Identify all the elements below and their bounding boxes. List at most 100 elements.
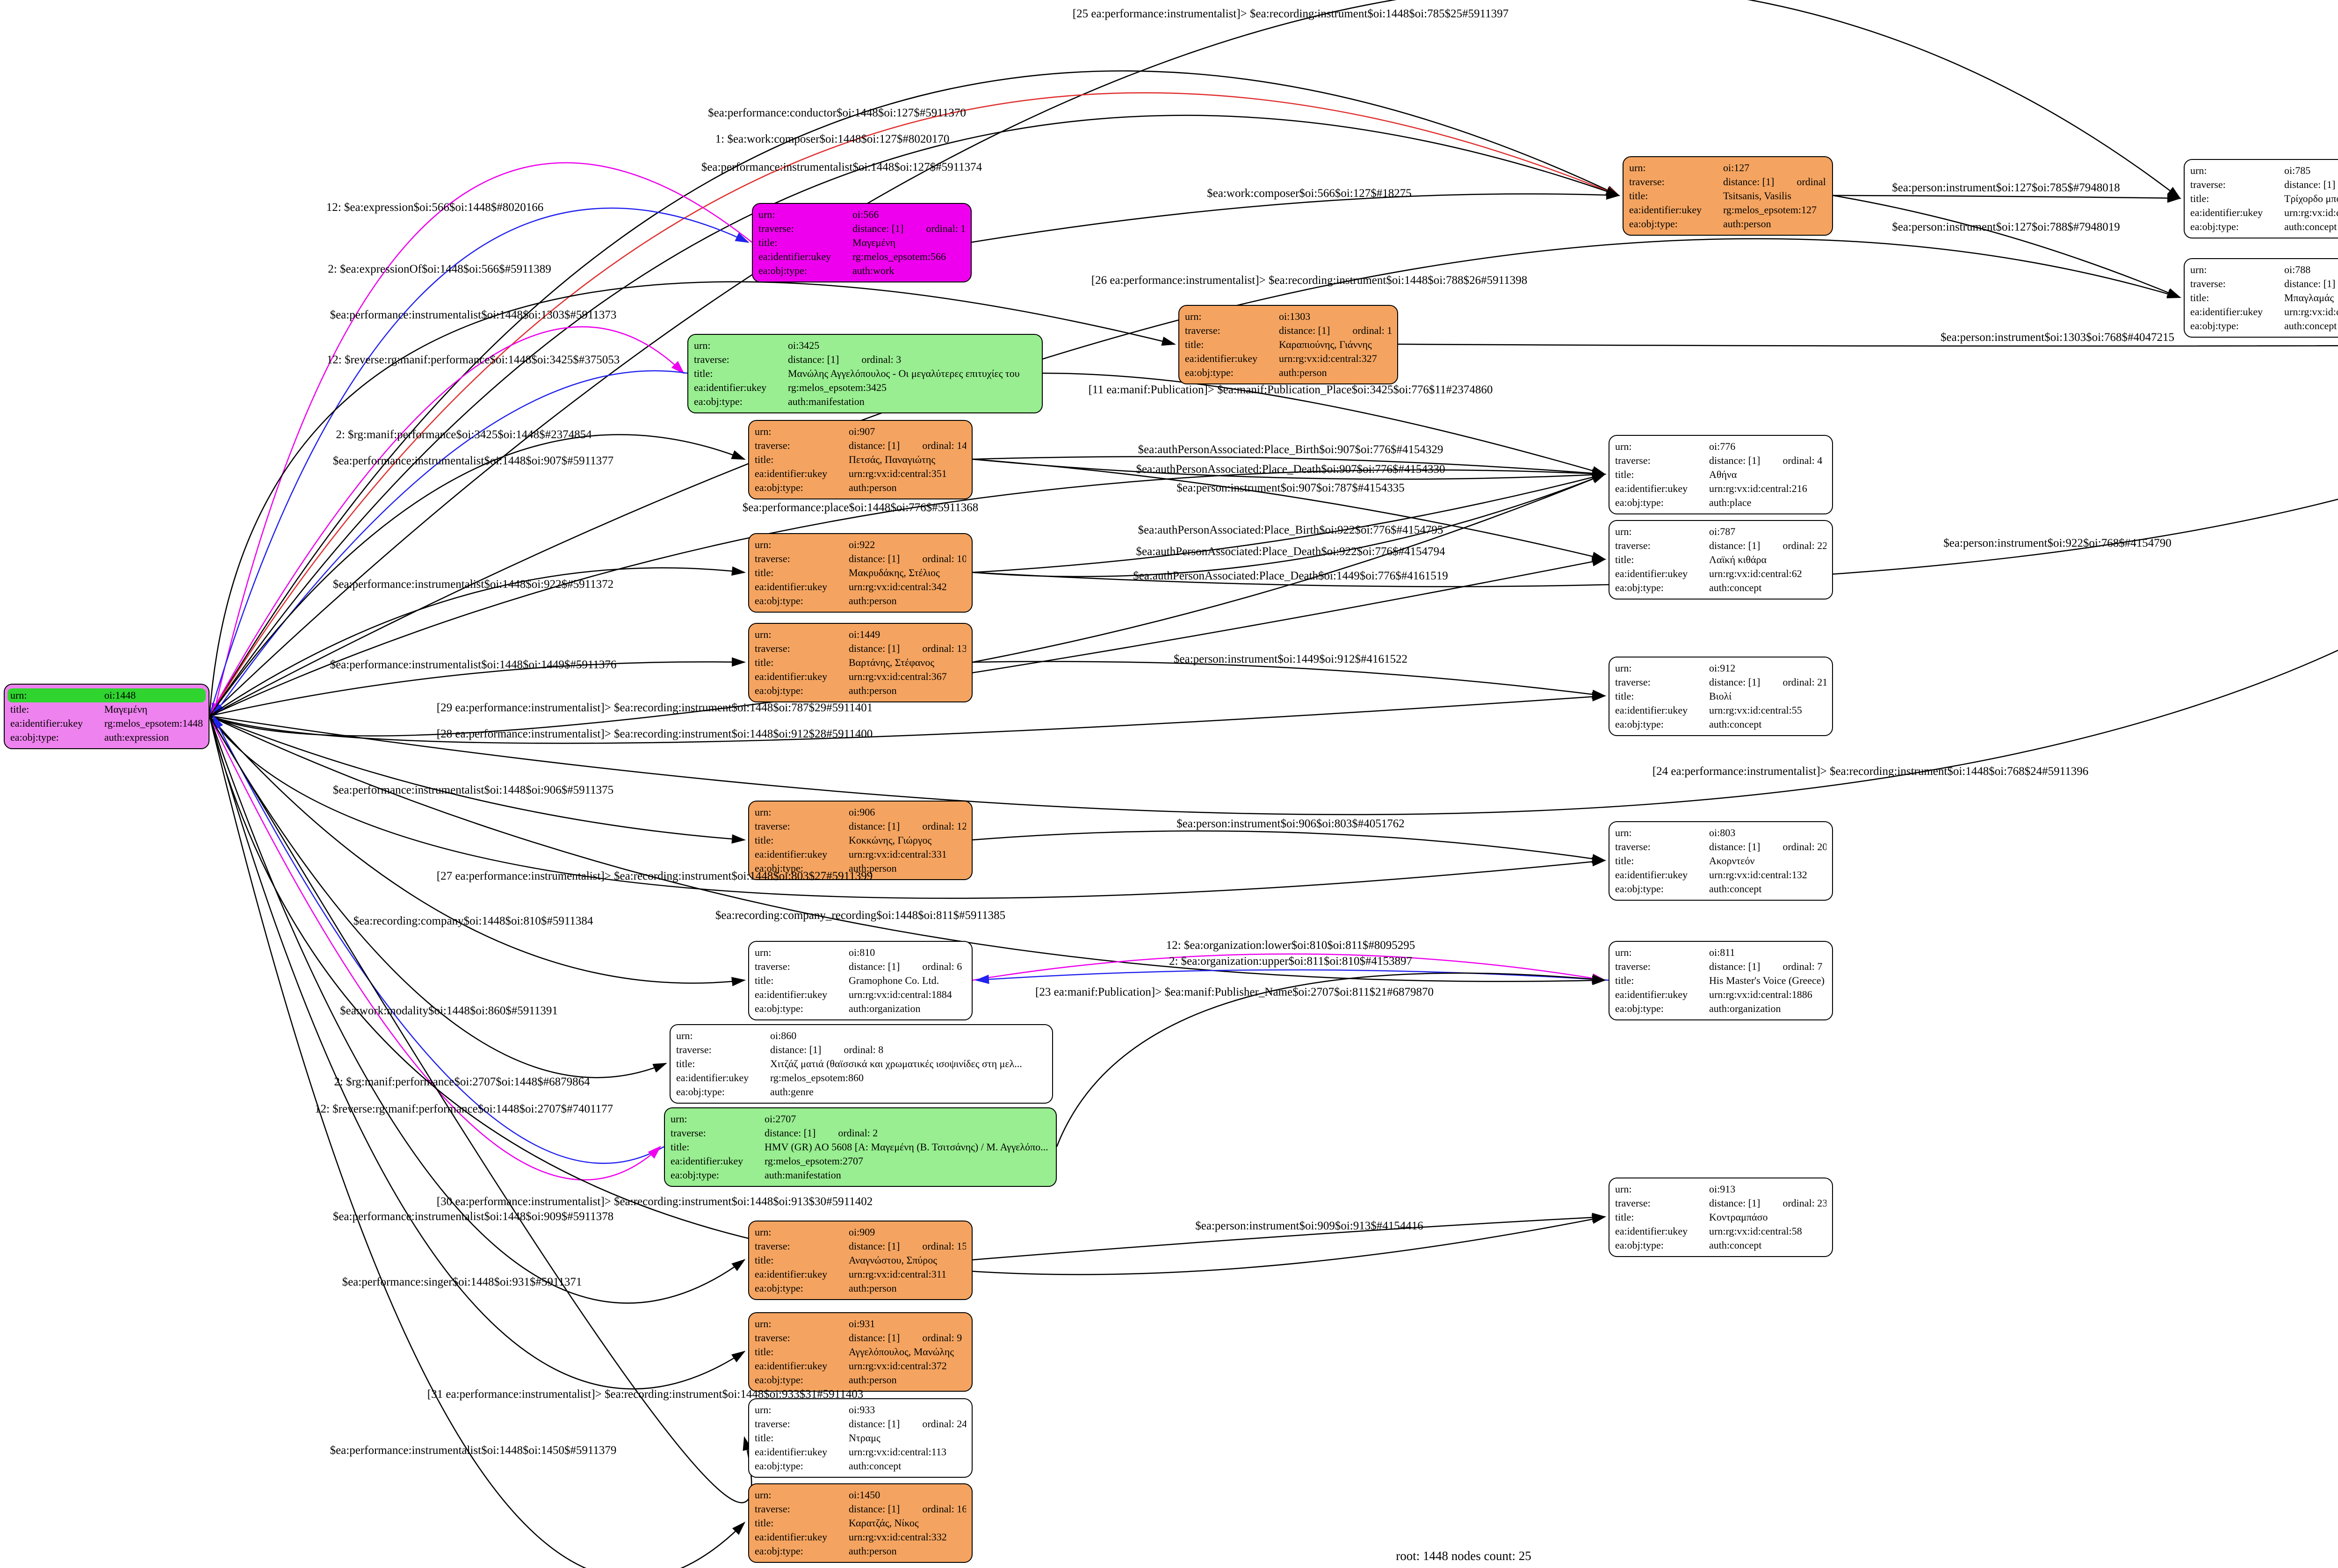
node-row-urn: urn: oi:810: [755, 946, 966, 960]
traverse-field-label: traverse:: [1615, 540, 1651, 551]
node-row-objtype: ea:obj:type: auth:organization: [755, 1002, 966, 1016]
edge-label-811-to-810: 2: $ea:organization:upper$oi:811$oi:810$…: [1169, 955, 1413, 968]
node-907[interactable]: urn: oi:907 traverse: distance: [1] ordi…: [748, 420, 973, 499]
urn-value: oi:907: [849, 426, 875, 437]
edge-1449-to-912: [972, 661, 1606, 699]
node-1448[interactable]: urn: oi:1448 title: Μαγεμένη ea:identifi…: [4, 684, 209, 749]
objtype-value: auth:manifestation: [788, 396, 865, 407]
ukey-field-label: ea:identifier:ukey: [1629, 204, 1702, 216]
edge-1448-to-906: [209, 715, 746, 844]
title-field-label: title:: [694, 368, 713, 379]
node-row-title: title: Ακορντεόν: [1615, 854, 1826, 868]
node-912[interactable]: urn: oi:912 traverse: distance: [1] ordi…: [1609, 657, 1833, 736]
ukey-field-label: ea:identifier:ukey: [758, 251, 831, 262]
node-788[interactable]: urn: oi:788 traverse: distance: [1] ordi…: [2184, 258, 2338, 338]
urn-value: oi:913: [1709, 1183, 1736, 1195]
node-776[interactable]: urn: oi:776 traverse: distance: [1] ordi…: [1609, 435, 1833, 514]
edge-label-1448-to-913: [30 ea:performance:instrumentalist]> $ea…: [436, 1195, 873, 1208]
node-1449[interactable]: urn: oi:1449 traverse: distance: [1] ord…: [748, 623, 973, 702]
node-785[interactable]: urn: oi:785 traverse: distance: [1] ordi…: [2184, 159, 2338, 238]
node-row-title: title: Κοκκώνης, Γιώργος: [755, 833, 966, 847]
objtype-value: auth:expression: [104, 731, 169, 743]
title-field-label: title:: [1615, 855, 1634, 867]
urn-field-label: urn:: [755, 1318, 772, 1330]
urn-value: oi:1303: [1279, 311, 1311, 322]
urn-value: oi:811: [1709, 947, 1735, 958]
objtype-value: auth:person: [1279, 367, 1327, 378]
node-row-traverse: traverse: distance: [1] ordinal: 15: [755, 1239, 966, 1253]
node-row-title: title: Βαρτάνης, Στέφανος: [755, 656, 966, 670]
node-933[interactable]: urn: oi:933 traverse: distance: [1] ordi…: [748, 1398, 973, 1478]
node-row-traverse: traverse: distance: [1] ordinal: 23: [1615, 1196, 1826, 1210]
node-2707[interactable]: urn: oi:2707 traverse: distance: [1] ord…: [664, 1107, 1057, 1187]
ukey-field-label: ea:identifier:ukey: [755, 848, 828, 860]
urn-value: oi:788: [2284, 264, 2311, 275]
node-row-objtype: ea:obj:type: auth:place: [1615, 496, 1826, 510]
edge-label-907-to-776: $ea:authPersonAssociated:Place_Death$oi:…: [1136, 463, 1445, 476]
traverse-field-label: traverse:: [2190, 179, 2226, 190]
node-1450[interactable]: urn: oi:1450 traverse: distance: [1] ord…: [748, 1483, 973, 1563]
node-810[interactable]: urn: oi:810 traverse: distance: [1] ordi…: [748, 941, 973, 1020]
distance-value: distance: [1]: [849, 1332, 900, 1344]
node-811[interactable]: urn: oi:811 traverse: distance: [1] ordi…: [1609, 941, 1833, 1020]
edge-label-1448-to-933: [31 ea:performance:instrumentalist]> $ea…: [427, 1388, 864, 1401]
edge-1303-to-768: [1398, 343, 2338, 347]
node-566[interactable]: urn: oi:566 traverse: distance: [1] ordi…: [752, 203, 972, 282]
node-913[interactable]: urn: oi:913 traverse: distance: [1] ordi…: [1609, 1178, 1833, 1257]
node-909[interactable]: urn: oi:909 traverse: distance: [1] ordi…: [748, 1221, 973, 1300]
node-row-traverse: traverse: distance: [1] ordinal: 22: [1615, 539, 1826, 553]
edge-label-1448-to-803: [27 ea:performance:instrumentalist]> $ea…: [436, 870, 873, 882]
node-127[interactable]: urn: oi:127 traverse: distance: [1] ordi…: [1623, 156, 1833, 236]
ukey-field-label: ea:identifier:ukey: [2190, 306, 2263, 318]
ordinal-value: ordinal: 6: [922, 961, 962, 972]
node-931[interactable]: urn: oi:931 traverse: distance: [1] ordi…: [748, 1312, 973, 1392]
title-field-label: title:: [755, 1432, 774, 1444]
node-row-objtype: ea:obj:type: auth:manifestation: [671, 1168, 1050, 1182]
edge-3425-to-776: [1042, 372, 1606, 476]
node-row-objtype: ea:obj:type: auth:person: [755, 684, 966, 698]
edge-label-1448-to-127: $ea:performance:conductor$oi:1448$oi:127…: [708, 107, 966, 119]
node-803[interactable]: urn: oi:803 traverse: distance: [1] ordi…: [1609, 821, 1833, 901]
urn-field-label: urn:: [755, 539, 772, 550]
edge-1448-to-1449: [209, 657, 746, 717]
ordinal-value: ordinal: 16: [922, 1503, 966, 1515]
edge-1448-to-776: [209, 469, 1606, 717]
node-row-ukey: ea:identifier:ukey rg:melos_epsotem:3425: [694, 381, 1036, 395]
ukey-value: rg:melos_epsotem:566: [852, 251, 946, 262]
urn-field-label: urn:: [755, 426, 772, 437]
objtype-field-label: ea:obj:type:: [1615, 718, 1664, 730]
node-922[interactable]: urn: oi:922 traverse: distance: [1] ordi…: [748, 533, 973, 613]
node-860[interactable]: urn: oi:860 traverse: distance: [1] ordi…: [670, 1024, 1053, 1104]
traverse-field-label: traverse:: [755, 643, 790, 654]
node-row-objtype: ea:obj:type: auth:concept: [1615, 882, 1826, 896]
node-906[interactable]: urn: oi:906 traverse: distance: [1] ordi…: [748, 801, 973, 880]
distance-value: distance: [1]: [849, 961, 900, 972]
node-row-urn: urn: oi:909: [755, 1225, 966, 1239]
node-row-ukey: ea:identifier:ukey rg:melos_epsotem:860: [676, 1071, 1046, 1085]
node-3425[interactable]: urn: oi:3425 traverse: distance: [1] ord…: [687, 334, 1043, 413]
node-row-traverse: traverse: distance: [1] ordinal: 20: [1615, 840, 1826, 854]
edge-1448-to-810: [209, 715, 746, 986]
ukey-field-label: ea:identifier:ukey: [1615, 869, 1688, 881]
node-row-objtype: ea:obj:type: auth:person: [755, 594, 966, 608]
edge-922-to-768: [972, 499, 2338, 587]
node-row-ukey: ea:identifier:ukey rg:melos_epsotem:2707: [671, 1154, 1050, 1168]
node-row-ukey: ea:identifier:ukey urn:rg:vx:id:central:…: [1615, 482, 1826, 496]
edge-label-1448-to-1450: $ea:performance:instrumentalist$oi:1448$…: [330, 1444, 617, 1457]
node-row-urn: urn: oi:127: [1629, 161, 1826, 175]
ukey-field-label: ea:identifier:ukey: [755, 1446, 828, 1458]
title-field-label: title:: [755, 975, 774, 986]
node-row-title: title: Λαϊκή κιθάρα: [1615, 553, 1826, 567]
node-row-urn: urn: oi:776: [1615, 440, 1826, 454]
distance-value: distance: [1]: [849, 1240, 900, 1252]
edge-2707-to-1448: [212, 715, 664, 1164]
objtype-field-label: ea:obj:type:: [671, 1169, 719, 1181]
edge-1448-to-788: [209, 238, 2181, 717]
node-1303[interactable]: urn: oi:1303 traverse: distance: [1] ord…: [1178, 305, 1398, 384]
objtype-field-label: ea:obj:type:: [694, 396, 743, 407]
ukey-value: urn:rg:vx:id:central:55: [1709, 704, 1802, 716]
urn-field-label: urn:: [1185, 311, 1202, 322]
traverse-field-label: traverse:: [1615, 1197, 1651, 1209]
node-row-traverse: traverse: distance: [1] ordinal: 1: [758, 222, 965, 236]
node-787[interactable]: urn: oi:787 traverse: distance: [1] ordi…: [1609, 520, 1833, 600]
